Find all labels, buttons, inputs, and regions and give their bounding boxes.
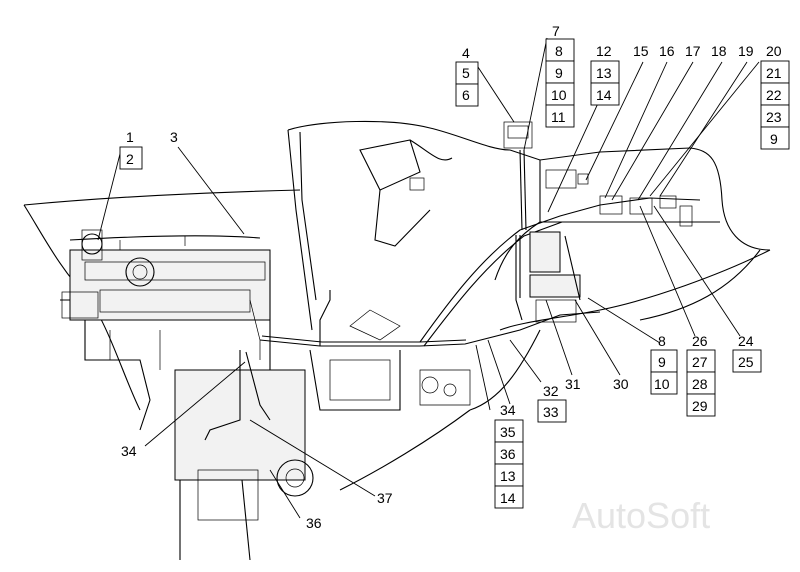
callout-17: 17: [685, 43, 701, 59]
engine-block: [61, 229, 301, 431]
callout-26: 26: [692, 333, 708, 349]
callout-31: 31: [565, 376, 581, 392]
callout-34-stack: 34: [500, 402, 516, 418]
callout-15: 15: [633, 43, 649, 59]
callout-20-9: 9: [770, 131, 778, 147]
callout-37: 37: [377, 490, 393, 506]
callout-2: 2: [126, 151, 134, 167]
callout-9: 9: [658, 354, 666, 370]
callout-20-21: 21: [766, 65, 782, 81]
callout-34: 34: [121, 443, 137, 459]
callout-12: 12: [596, 43, 612, 59]
callout-3: 3: [170, 129, 178, 145]
dash-panel: [503, 121, 693, 227]
leader-lines: [97, 37, 760, 519]
callout-20: 20: [766, 43, 782, 59]
callout-8: 8: [658, 333, 666, 349]
callout-28: 28: [692, 376, 708, 392]
controller-unit: [529, 231, 581, 323]
callout-35: 35: [500, 424, 516, 440]
callout-27: 27: [692, 354, 708, 370]
callout-5: 5: [462, 65, 470, 81]
seat-console: [349, 139, 453, 341]
callouts: 1 2 3 4 5 6 7 8 9 10 11 12 13 14 15 16 1…: [119, 23, 790, 531]
cab-outline: [287, 120, 771, 331]
callout-12-13: 13: [596, 65, 612, 81]
callout-32: 32: [543, 383, 559, 399]
callout-25: 25: [738, 354, 754, 370]
callout-36-stack: 36: [500, 446, 516, 462]
callout-7-8: 8: [555, 43, 563, 59]
transmission: [174, 349, 471, 521]
callout-36: 36: [306, 515, 322, 531]
callout-18: 18: [711, 43, 727, 59]
callout-13: 13: [500, 468, 516, 484]
callout-6: 6: [462, 87, 470, 103]
callout-12-14: 14: [596, 87, 612, 103]
callout-16: 16: [659, 43, 675, 59]
callout-7-11: 11: [551, 109, 566, 125]
callout-7-9: 9: [555, 65, 563, 81]
callout-1: 1: [126, 129, 134, 145]
callout-20-22: 22: [766, 87, 782, 103]
callout-33: 33: [543, 404, 559, 420]
watermark: AutoSoft: [572, 495, 710, 536]
callout-7-10: 10: [551, 87, 567, 103]
callout-4: 4: [462, 45, 470, 61]
callout-30: 30: [613, 376, 629, 392]
callout-7: 7: [552, 23, 560, 39]
callout-24: 24: [738, 333, 754, 349]
callout-19: 19: [738, 43, 754, 59]
main-harness: [69, 149, 701, 441]
callout-20-23: 23: [766, 109, 782, 125]
callout-14: 14: [500, 490, 516, 506]
callout-10: 10: [654, 376, 670, 392]
callout-29: 29: [692, 398, 708, 414]
